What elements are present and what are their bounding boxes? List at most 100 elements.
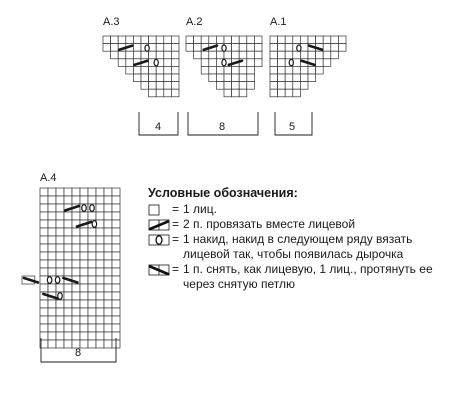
chart-a3-cell: [171, 88, 180, 98]
chart-a4-cell: [39, 323, 49, 333]
chart-a1-cell: [284, 81, 294, 90]
chart-a1-cell: [277, 66, 286, 75]
chart-a4-cell: [111, 251, 121, 261]
legend-equals: =: [172, 262, 180, 276]
chart-a3-cell: [148, 81, 157, 90]
chart-a4-cell: [63, 235, 73, 245]
chart-a2-cell: [208, 58, 217, 67]
chart-a2-cell: [208, 66, 217, 75]
chart-a4-cell: [79, 259, 89, 269]
chart-a2-cell: [254, 35, 263, 44]
chart-a4-cell: [39, 227, 49, 237]
chart-a4-cell: [39, 315, 49, 325]
chart-a3-cell: [171, 50, 180, 60]
chart-a3-cell: [163, 88, 172, 98]
chart-a3-cell: [148, 73, 157, 82]
chart-a1-cell: [269, 88, 278, 98]
chart-a4-cell: [87, 331, 97, 341]
chart-a4-cell: [55, 187, 65, 197]
chart-a4-cell: [47, 323, 57, 333]
chart-a4-cell: [79, 243, 89, 253]
chart-a4-yarn-over-icon: [81, 204, 87, 212]
chart-a4-cell: [55, 243, 65, 253]
chart-a1-cell: [307, 66, 316, 75]
chart-a2-cell: [223, 88, 232, 98]
chart-a3-cell: [125, 50, 134, 60]
chart-a2-cell: [246, 73, 255, 82]
chart-a4-cell: [71, 259, 81, 269]
chart-a1-cell: [269, 43, 278, 52]
chart-a2-cell: [216, 35, 225, 44]
chart-a4-cell: [111, 211, 121, 221]
chart-a4-cell: [103, 331, 113, 341]
chart-a2-repeat-label: 8: [219, 121, 225, 133]
chart-a4-cell: [87, 251, 97, 261]
chart-a2-cell: [238, 81, 248, 90]
chart-a1-cell: [307, 73, 316, 82]
chart-a2-cell: [216, 81, 225, 90]
chart-a4-cell: [47, 187, 57, 197]
chart-a4-cell: [47, 203, 57, 213]
chart-a4-cell: [95, 283, 105, 293]
chart-a4-cell: [63, 323, 73, 333]
chart-a1-cell: [277, 35, 286, 44]
chart-a4-cell: [95, 331, 105, 341]
chart-a3-cell: [110, 43, 119, 52]
chart-a3-cell: [133, 66, 142, 75]
chart-a4-cell: [79, 275, 89, 285]
chart-a4-cell: [63, 227, 73, 237]
chart-a3-cell: [171, 58, 180, 67]
chart-a4-cell: [47, 307, 57, 317]
chart-a2-cell: [193, 43, 202, 52]
chart-a4-cell: [39, 299, 49, 309]
chart-a2-title: A.2: [186, 16, 203, 28]
chart-a3-cell: [133, 35, 142, 44]
chart-a3-cell: [171, 66, 180, 75]
chart-a4-cell: [87, 291, 97, 301]
legend-text-skp: 1 п. снять, как лицевую, 1 лиц., протяну…: [183, 262, 433, 291]
chart-a4-cell: [103, 267, 113, 277]
chart-a4-cell: [39, 243, 49, 253]
legend-item-yarn-over: = 1 накид, накид в следующем ряду вязать…: [148, 232, 453, 262]
chart-a4-cell: [71, 227, 81, 237]
chart-a3-cell: [140, 50, 149, 60]
chart-a1-yarn-over-icon: [296, 44, 302, 52]
chart-a1-cell: [292, 66, 301, 75]
chart-a4-cell: [111, 259, 121, 269]
chart-a4-cell: [95, 323, 105, 333]
chart-a4-cell: [87, 267, 97, 277]
legend-text-k2tog: 2 п. провязать вместе лицевой: [183, 217, 356, 231]
chart-a4-cell: [71, 195, 81, 205]
chart-a4-grid: [21, 187, 121, 363]
chart-a4-cell: [111, 291, 121, 301]
chart-a2-yarn-over-icon: [221, 44, 227, 52]
chart-a4-cell: [55, 259, 65, 269]
chart-a3-cell: [102, 35, 111, 44]
chart-a2-cell: [254, 43, 263, 52]
chart-a1-yarn-over-icon: [288, 58, 295, 67]
chart-a4-cell: [71, 251, 81, 261]
chart-a1-cell: [284, 73, 294, 82]
chart-a3-cell: [155, 35, 165, 44]
chart-a4-cell: [87, 235, 97, 245]
chart-a4-cell: [71, 323, 81, 333]
chart-a4-cell: [111, 267, 121, 277]
chart-a4-cell: [71, 299, 81, 309]
chart-a4-cell: [111, 307, 121, 317]
chart-a4-cell: [39, 251, 49, 261]
chart-a4-cell: [79, 315, 89, 325]
chart-a4-cell: [87, 195, 97, 205]
chart-a4-cell: [111, 323, 121, 333]
chart-a3-grid: [102, 35, 180, 136]
chart-a4-cell: [47, 211, 57, 221]
chart-a4-cell: [79, 291, 89, 301]
chart-a2-cell: [193, 50, 202, 60]
chart-a4-cell: [55, 323, 65, 333]
chart-a4-cell: [103, 235, 113, 245]
chart-a4-cell: [111, 283, 121, 293]
chart-a3-cell: [140, 81, 149, 90]
chart-a4-cell: [111, 187, 121, 197]
chart-a3-cell: [163, 73, 172, 82]
chart-a4-cell: [79, 251, 89, 261]
chart-a4-cell: [95, 299, 105, 309]
